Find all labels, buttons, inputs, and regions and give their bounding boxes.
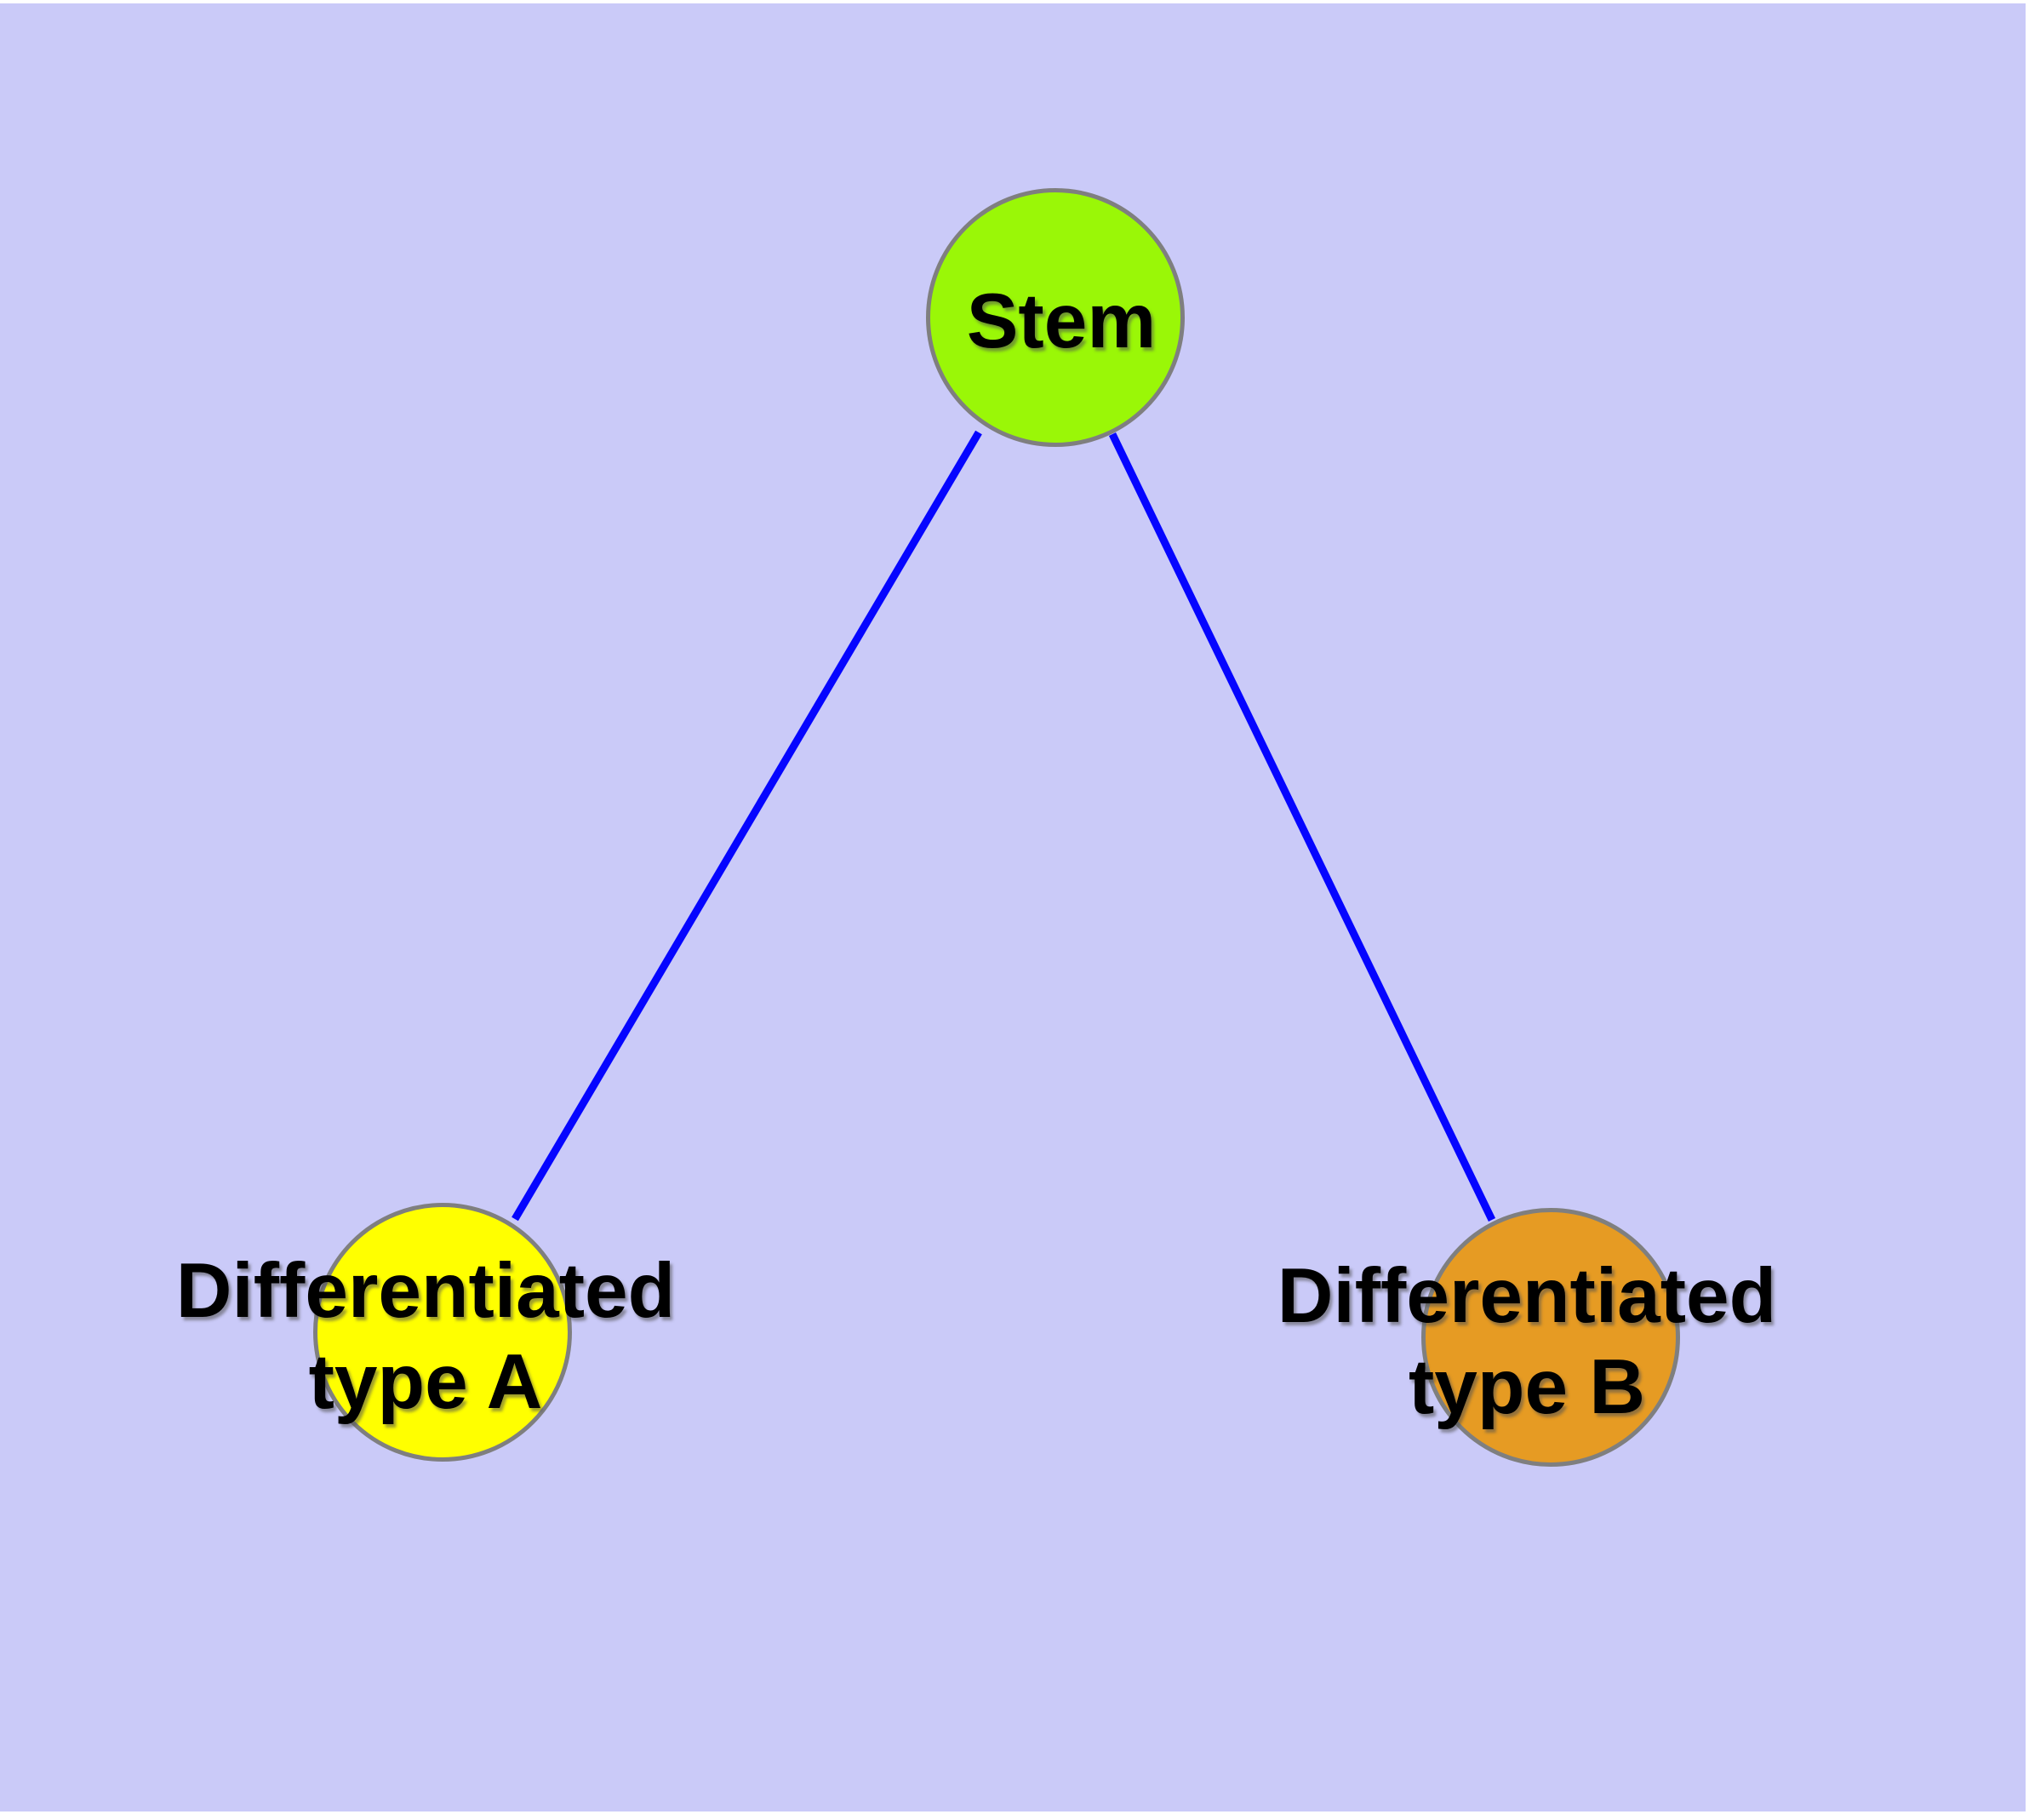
- node-stem: [926, 188, 1185, 447]
- node-differentiated-type-b: [1421, 1208, 1680, 1467]
- diagram-canvas: Stem Differentiated type A Differentiate…: [0, 3, 2026, 1811]
- edge-stem-to-type-a: [512, 430, 982, 1222]
- edge-stem-to-type-b: [1108, 432, 1496, 1222]
- node-differentiated-type-a: [313, 1203, 572, 1462]
